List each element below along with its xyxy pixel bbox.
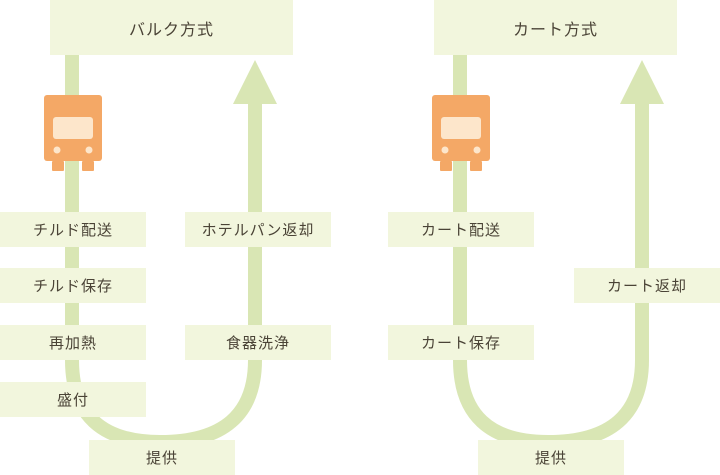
cart-return-arrowhead (620, 60, 664, 104)
cart-method-title: カート方式 (434, 0, 677, 55)
bulk-serve: 提供 (89, 440, 235, 475)
cart-return: カート返却 (574, 268, 720, 303)
bulk-return-hotel-pan: ホテルパン返却 (185, 212, 331, 247)
cart-step-storage: カート保存 (388, 325, 534, 360)
bulk-method-title: バルク方式 (50, 0, 293, 55)
bulk-return-arrowhead (233, 60, 277, 104)
bulk-dish-washing: 食器洗浄 (185, 325, 331, 360)
truck-icon (432, 95, 490, 171)
bulk-step-chilled-storage: チルド保存 (0, 268, 146, 303)
cart-serve: 提供 (478, 440, 624, 475)
bulk-step-chilled-delivery: チルド配送 (0, 212, 146, 247)
bulk-step-plating: 盛付 (0, 382, 146, 417)
bulk-step-reheat: 再加熱 (0, 325, 146, 360)
truck-icon (44, 95, 102, 171)
cart-step-delivery: カート配送 (388, 212, 534, 247)
